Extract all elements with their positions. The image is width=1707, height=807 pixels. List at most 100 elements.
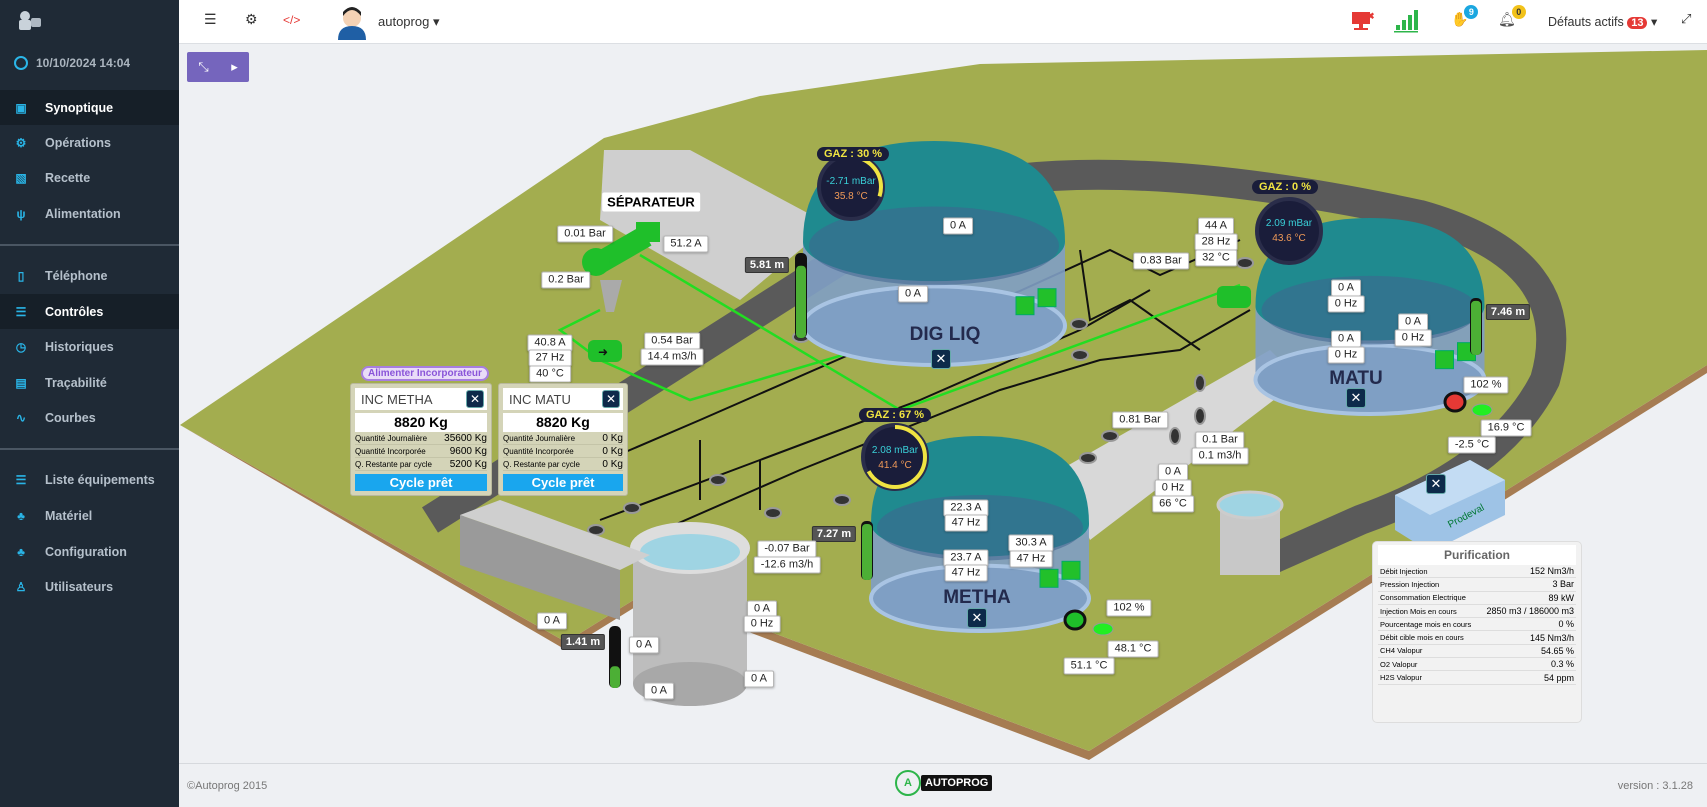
compressor-out-pressure: 0.1 Bar	[1195, 431, 1245, 449]
sidebar-item-historiques[interactable]: ◷Historiques	[15, 339, 114, 354]
sidebar-item-configuration[interactable]: ♣Configuration	[0, 534, 179, 569]
avatar[interactable]	[334, 4, 370, 40]
sidebar-item-courbes[interactable]: ∿Courbes	[15, 410, 96, 425]
tank-liquid	[809, 206, 1059, 286]
road	[421, 159, 1567, 574]
top-bar: ☰ ⚙ </> autoprog ▾ ✖ ✋9 🔔︎0 Défauts acti…	[179, 0, 1707, 44]
compressor-temp: 66 °C	[1152, 495, 1194, 513]
dig-liq-tank	[801, 141, 1067, 368]
connection-error-icon[interactable]: ✖	[1351, 10, 1375, 32]
alimenter-incorporateur-button[interactable]: Alimenter Incorporateur	[361, 366, 489, 381]
user-menu[interactable]: autoprog ▾	[378, 14, 440, 29]
gauge-arc	[863, 425, 927, 489]
sidebar-item-recette[interactable]: ▧Recette	[15, 170, 91, 185]
compressor-current: 0 A	[1158, 463, 1188, 481]
gear-icon[interactable]: ⚙	[245, 11, 258, 27]
sidebar-item-liste-equipements[interactable]: ☰Liste équipements	[15, 472, 155, 487]
inc-metha-name: INC METHA	[361, 391, 433, 407]
matu-agitator-1-current: 0 A	[1331, 279, 1361, 297]
matu-agitator-1-freq: 0 Hz	[1327, 295, 1365, 313]
hand-icon[interactable]: ✋9	[1451, 5, 1479, 28]
sidebar-item-telephone[interactable]: ▯Téléphone	[0, 258, 179, 293]
collapse-toggle-button[interactable]: ⤡▸	[187, 52, 249, 82]
separator-pressure-in: 0.01 Bar	[557, 225, 613, 243]
indent-icon[interactable]: ☰	[204, 11, 217, 27]
heater-metha	[1063, 609, 1114, 636]
matu-heater-pct: 102 %	[1463, 376, 1509, 394]
feed-pump-current: 40.8 A	[527, 334, 573, 352]
picture-icon: ▧	[15, 170, 27, 185]
fullscreen-icon[interactable]: ⤢	[1681, 11, 1692, 26]
matu-heater-temp-in: -2.5 °C	[1447, 436, 1497, 454]
dig-liq-maintenance-icon[interactable]: ✕	[931, 349, 951, 369]
separator-current: 51.2 A	[663, 235, 709, 253]
separator-pressure-out: 0.2 Bar	[541, 271, 591, 289]
matu-maintenance-icon[interactable]: ✕	[1346, 388, 1366, 408]
metha-maintenance-icon[interactable]: ✕	[967, 608, 987, 628]
pit-mixer-3: 0 A	[744, 670, 774, 688]
dig-liq-agitator-2: 0 A	[898, 285, 928, 303]
svg-text:➜: ➜	[598, 345, 608, 359]
matu-tank	[1253, 197, 1487, 416]
defauts-menu[interactable]: Défauts actifs 13 ▾	[1548, 15, 1658, 29]
dig-liq-agitator-1: 0 A	[943, 217, 973, 235]
matu-agitator-3-current: 0 A	[1331, 330, 1361, 348]
metha-agitator-2-freq: 47 Hz	[1009, 550, 1053, 568]
compress-icon: ⤡	[198, 59, 209, 74]
phone-icon: ▯	[17, 268, 25, 283]
sidebar-item-operations[interactable]: ⚙Opérations	[15, 135, 111, 150]
metha-heater-temp-out: 48.1 °C	[1107, 640, 1159, 658]
dig-liq-title: DIG LIQ	[909, 324, 981, 345]
bell-badge: 0	[1511, 5, 1526, 19]
valve-icons	[587, 257, 1254, 536]
pit-mixer-2: 0 A	[644, 682, 674, 700]
level-fill	[610, 666, 620, 688]
compressor-freq: 0 Hz	[1154, 479, 1192, 497]
matu-level: 7.46 m	[1485, 304, 1531, 320]
pit-flow: -12.6 m3/h	[753, 556, 821, 574]
pit-pump-freq: 0 Hz	[743, 615, 781, 633]
metha-level: 7.27 m	[811, 526, 857, 542]
inc-metha-cycle-button[interactable]: Cycle prêt	[355, 474, 487, 491]
sidebar-item-controles[interactable]: ☰Contrôles	[0, 294, 179, 329]
purification-maintenance-icon[interactable]: ✕	[1426, 474, 1446, 494]
utensils-icon: ψ	[16, 206, 26, 221]
metha-heater-temp-in: 51.1 °C	[1063, 657, 1115, 675]
sidebar-item-tracabilite[interactable]: ▤Traçabilité	[15, 375, 107, 390]
wrench-icon[interactable]: ✕	[466, 390, 484, 408]
hand-badge: 9	[1464, 5, 1479, 19]
inc-metha-weight: 8820 Kg	[355, 413, 487, 432]
bell-icon[interactable]: 🔔︎0	[1498, 5, 1526, 28]
metha-title: METHA	[943, 587, 1011, 608]
feed-pump-temp: 40 °C	[529, 365, 571, 383]
matu-gaz-badge: GAZ : 0 %	[1252, 180, 1318, 194]
wrench-icon[interactable]: ✕	[602, 390, 620, 408]
sidebar-item-materiel[interactable]: ♣Matériel	[0, 498, 179, 533]
feed-pump-pressure: 0.54 Bar	[644, 332, 700, 350]
matu-agitator-2-freq: 0 Hz	[1394, 329, 1432, 347]
pit-tank	[630, 522, 750, 706]
sidebar-item-utilisateurs[interactable]: ♙Utilisateurs	[15, 579, 114, 594]
inc-matu-cycle-button[interactable]: Cycle prêt	[503, 474, 623, 491]
line-chart-icon: ∿	[15, 410, 27, 425]
sidebar-item-synoptique[interactable]: ▣Synoptique	[0, 90, 179, 125]
metha-agitator-1-current: 22.3 A	[943, 499, 989, 517]
feed-pump: ➜	[588, 340, 622, 362]
valve-status-icon	[1061, 560, 1081, 580]
pit-pressure: -0.07 Bar	[757, 540, 817, 558]
feed-pump-flow: 14.4 m3/h	[640, 348, 704, 366]
code-icon[interactable]: </>	[283, 13, 301, 27]
